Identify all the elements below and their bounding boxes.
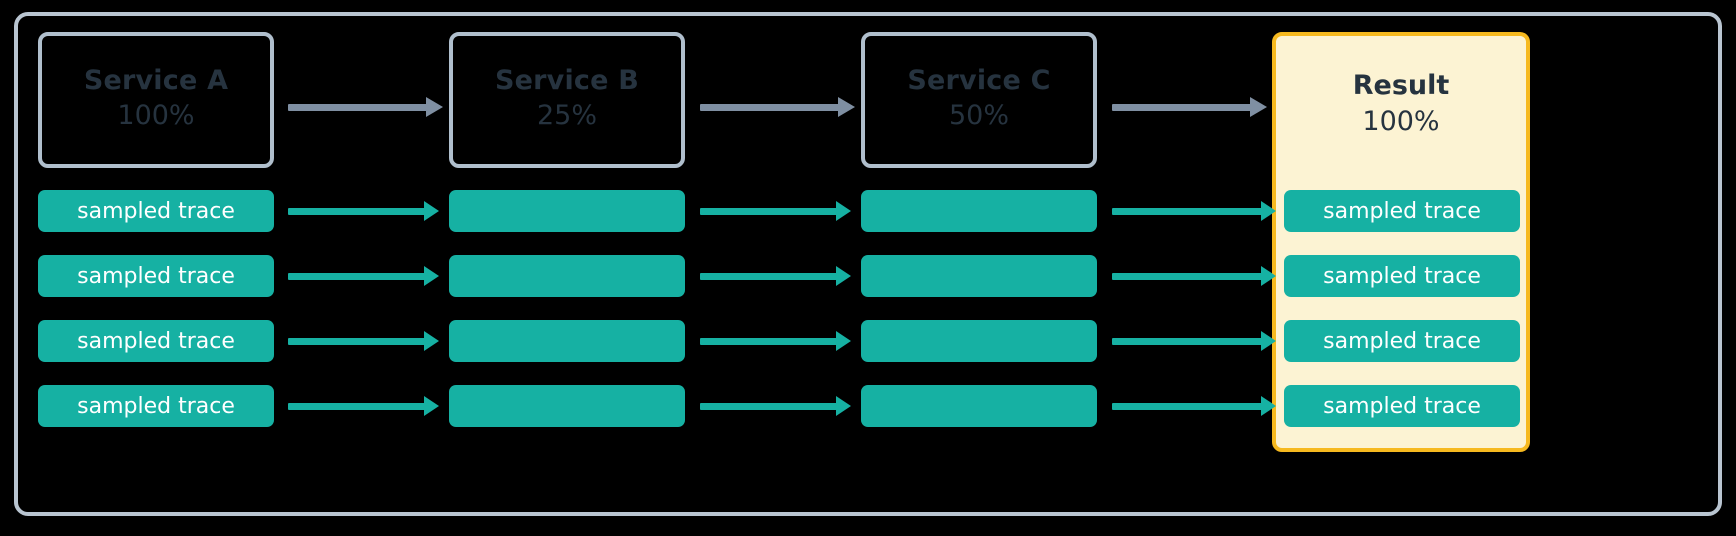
- trace-bar-service-c-4[interactable]: [861, 385, 1097, 427]
- result-title: Result: [1352, 70, 1450, 101]
- service-b-title: Service B: [494, 65, 640, 97]
- result-highlight-panel: Result 100%: [1272, 32, 1530, 452]
- trace-bar-result-1[interactable]: sampled trace: [1284, 190, 1520, 232]
- trace-bar-service-b-4[interactable]: [449, 385, 685, 427]
- trace-bar-label: sampled trace: [1323, 198, 1481, 224]
- trace-bar-label: sampled trace: [77, 198, 235, 224]
- service-c-title: Service C: [907, 65, 1051, 97]
- diagram-outer-frame: [14, 12, 1722, 516]
- trace-bar-service-c-3[interactable]: [861, 320, 1097, 362]
- service-box-service-b[interactable]: Service B 25%: [449, 32, 685, 168]
- trace-bar-service-b-3[interactable]: [449, 320, 685, 362]
- trace-bar-label: sampled trace: [77, 263, 235, 289]
- service-box-service-a[interactable]: Service A 100%: [38, 32, 274, 168]
- trace-bar-result-2[interactable]: sampled trace: [1284, 255, 1520, 297]
- service-a-title: Service A: [83, 65, 229, 97]
- trace-bar-service-b-1[interactable]: [449, 190, 685, 232]
- trace-bar-label: sampled trace: [1323, 393, 1481, 419]
- trace-bar-service-b-2[interactable]: [449, 255, 685, 297]
- trace-bar-service-a-2[interactable]: sampled trace: [38, 255, 274, 297]
- trace-bar-label: sampled trace: [1323, 328, 1481, 354]
- trace-bar-service-c-2[interactable]: [861, 255, 1097, 297]
- trace-bar-label: sampled trace: [77, 328, 235, 354]
- trace-bar-service-a-3[interactable]: sampled trace: [38, 320, 274, 362]
- trace-bar-result-4[interactable]: sampled trace: [1284, 385, 1520, 427]
- trace-bar-result-3[interactable]: sampled trace: [1284, 320, 1520, 362]
- service-a-percent: 100%: [117, 100, 195, 132]
- trace-bar-label: sampled trace: [1323, 263, 1481, 289]
- trace-bar-service-a-1[interactable]: sampled trace: [38, 190, 274, 232]
- trace-bar-service-a-4[interactable]: sampled trace: [38, 385, 274, 427]
- result-percent: 100%: [1362, 106, 1440, 137]
- trace-bar-service-c-1[interactable]: [861, 190, 1097, 232]
- service-c-percent: 50%: [948, 100, 1009, 132]
- service-box-service-c[interactable]: Service C 50%: [861, 32, 1097, 168]
- service-b-percent: 25%: [536, 100, 597, 132]
- trace-bar-label: sampled trace: [77, 393, 235, 419]
